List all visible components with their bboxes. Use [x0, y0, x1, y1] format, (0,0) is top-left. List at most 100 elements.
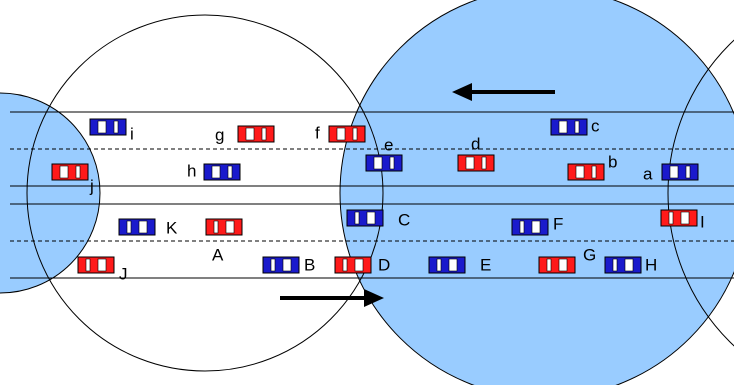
vehicle-body — [365, 154, 403, 172]
vehicle-label-H: H — [645, 255, 657, 274]
vehicle-windshield — [465, 156, 475, 170]
vehicle-windshield — [97, 120, 107, 134]
coverage-cell-left — [0, 93, 100, 293]
cell-outline-center-left — [26, 14, 384, 372]
vehicle-body — [428, 256, 466, 274]
vehicle-rear-window — [574, 120, 580, 134]
coverage-cell-center-right — [340, 0, 734, 385]
vehicle-windshield — [669, 165, 679, 179]
vehicle-label-e: e — [384, 135, 393, 154]
vehicle-label-f: f — [315, 123, 320, 142]
vehicle-rear-window — [113, 120, 119, 134]
vehicle-rear-window — [546, 258, 552, 272]
vehicle-rear-window — [227, 165, 233, 179]
vehicle-red-G — [538, 256, 576, 274]
vehicle-blue-E — [428, 256, 466, 274]
vehicle-label-D: D — [378, 255, 390, 274]
vehicle-red-b — [567, 163, 605, 181]
vehicle-label-g: g — [215, 125, 224, 144]
vehicle-body — [567, 163, 605, 181]
vehicle-label-A: A — [212, 245, 224, 264]
vehicle-rear-window — [685, 165, 691, 179]
vehicle-label-F: F — [553, 214, 563, 233]
direction-arrows — [280, 83, 555, 307]
vehicle-rear-window — [85, 258, 91, 272]
vehicle-label-K: K — [166, 218, 178, 237]
vehicle-red-g — [237, 125, 275, 143]
vehicle-blue-C — [346, 209, 384, 227]
vehicle-label-b: b — [608, 152, 617, 171]
vehicle-body — [511, 218, 549, 236]
vehicle-windshield — [225, 220, 235, 234]
vehicle-label-I: I — [700, 212, 705, 231]
vehicle-body — [457, 154, 495, 172]
cell-outline-center-right — [339, 0, 734, 385]
vehicle-body — [205, 218, 243, 236]
vehicle-body — [203, 163, 241, 181]
vehicle-label-a: a — [643, 164, 653, 183]
vehicle-rear-window — [261, 127, 267, 141]
vehicle-body — [118, 218, 156, 236]
vehicle-blue-F — [511, 218, 549, 236]
vehicle-red-D — [334, 256, 372, 274]
vehicle-rear-window — [352, 127, 358, 141]
vehicle-blue-K — [118, 218, 156, 236]
cell-outline-right — [667, 39, 734, 347]
vehicle-body — [334, 256, 372, 274]
vehicle-windshield — [680, 211, 690, 225]
vehicle-windshield — [531, 220, 541, 234]
vehicle-red-J — [77, 256, 115, 274]
arrow-lower-right-head — [364, 289, 384, 307]
vehicle-body — [538, 256, 576, 274]
vehicle-rear-window — [342, 258, 348, 272]
vehicle-label-G: G — [583, 245, 596, 264]
vehicle-label-d: d — [471, 134, 480, 153]
vehicle-body — [660, 209, 698, 227]
vehicle-label-E: E — [480, 255, 491, 274]
arrow-upper-left-head — [452, 83, 472, 101]
vehicle-rear-window — [612, 258, 618, 272]
vehicle-windshield — [366, 211, 376, 225]
vehicle-rear-window — [213, 220, 219, 234]
vehicle-blue-H — [604, 256, 642, 274]
vehicle-windshield — [624, 258, 634, 272]
vehicle-windshield — [211, 165, 221, 179]
vehicle-windshield — [59, 165, 69, 179]
vehicle-rear-window — [436, 258, 442, 272]
vehicle-windshield — [138, 220, 148, 234]
vehicle-body — [262, 256, 300, 274]
vehicle-rear-window — [591, 165, 597, 179]
vehicle-body — [328, 125, 366, 143]
vehicle-rear-window — [126, 220, 132, 234]
vehicle-windshield — [245, 127, 255, 141]
vehicle-body — [661, 163, 699, 181]
vehicle-body — [550, 118, 588, 136]
vehicle-label-c: c — [591, 116, 600, 135]
vehicle-windshield — [354, 258, 364, 272]
vehicle-label-i: i — [130, 124, 134, 143]
vehicle-body — [237, 125, 275, 143]
vehicle-red-d — [457, 154, 495, 172]
vehicle-rear-window — [75, 165, 81, 179]
vehicle-rear-window — [481, 156, 487, 170]
vehicle-red-j — [51, 163, 89, 181]
vehicle-body — [77, 256, 115, 274]
vehicle-rear-window — [668, 211, 674, 225]
vehicle-windshield — [558, 258, 568, 272]
vehicle-rear-window — [270, 258, 276, 272]
vehicle-windshield — [558, 120, 568, 134]
vehicle-rear-window — [389, 156, 395, 170]
vehicle-windshield — [373, 156, 383, 170]
vehicle-red-I — [660, 209, 698, 227]
cell-outline-left — [0, 92, 101, 294]
vehicle-label-B: B — [304, 255, 315, 274]
vehicle-label-J: J — [119, 264, 128, 283]
vehicle-rear-window — [354, 211, 360, 225]
vehicle-windshield — [336, 127, 346, 141]
vehicle-blue-a — [661, 163, 699, 181]
vehicle-red-f — [328, 125, 366, 143]
road — [10, 111, 734, 279]
vehicle-label-j: j — [89, 176, 94, 195]
